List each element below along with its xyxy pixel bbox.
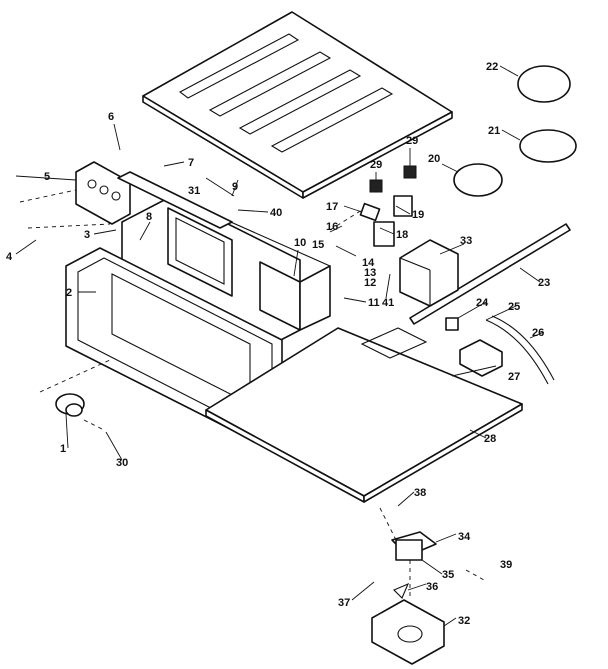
callout-41: 41 <box>382 297 394 309</box>
callout-23: 23 <box>538 277 550 289</box>
rod <box>409 223 571 325</box>
callout-21: 21 <box>488 125 500 137</box>
callout-17: 17 <box>326 201 338 213</box>
callout-9: 9 <box>232 181 238 193</box>
callout-13: 13 <box>364 267 376 279</box>
bottom-plate <box>205 327 523 503</box>
callout-38: 38 <box>414 487 426 499</box>
callout-labels: 1 2 3 4 5 6 7 8 9 10 11 12 13 14 15 16 1… <box>6 61 550 627</box>
callout-30: 30 <box>116 457 128 469</box>
callout-20: 20 <box>428 153 440 165</box>
callout-3: 3 <box>84 229 90 241</box>
callout-18: 18 <box>396 229 408 241</box>
assembly-lines <box>19 189 485 600</box>
leader-lines <box>15 65 545 627</box>
housing <box>399 239 459 307</box>
callout-6: 6 <box>108 111 114 123</box>
callout-27: 27 <box>508 371 520 383</box>
callout-24: 24 <box>476 297 489 309</box>
callout-14: 14 <box>362 257 375 269</box>
callout-32: 32 <box>458 615 470 627</box>
callout-40: 40 <box>270 207 282 219</box>
callout-26: 26 <box>532 327 544 339</box>
callout-25: 25 <box>508 301 520 313</box>
heating-coils <box>453 65 577 197</box>
callout-37: 37 <box>338 597 350 609</box>
callout-31: 31 <box>188 185 200 197</box>
callout-28: 28 <box>484 433 496 445</box>
callout-19: 19 <box>412 209 424 221</box>
callout-33: 33 <box>460 235 472 247</box>
callout-8: 8 <box>146 211 152 223</box>
callout-12: 12 <box>364 277 376 289</box>
divider-strip <box>117 171 233 229</box>
callout-1: 1 <box>60 443 66 455</box>
callout-39: 39 <box>500 559 512 571</box>
top-cover <box>142 11 453 199</box>
callout-22: 22 <box>486 61 498 73</box>
switch-parts <box>359 165 417 247</box>
callout-15: 15 <box>312 239 324 251</box>
callout-29-left: 29 <box>370 159 382 171</box>
callout-5: 5 <box>44 171 50 183</box>
callout-2: 2 <box>66 287 72 299</box>
callout-29-right: 29 <box>406 135 418 147</box>
fan-assembly <box>371 531 445 665</box>
callout-11: 11 <box>368 297 380 309</box>
callout-7: 7 <box>188 157 194 169</box>
callout-16: 16 <box>326 221 338 233</box>
callout-35: 35 <box>442 569 454 581</box>
callout-34: 34 <box>458 531 471 543</box>
control-board <box>75 161 131 225</box>
callout-4: 4 <box>6 251 13 263</box>
knob <box>55 393 85 417</box>
callout-10: 10 <box>294 237 306 249</box>
callout-36: 36 <box>426 581 438 593</box>
